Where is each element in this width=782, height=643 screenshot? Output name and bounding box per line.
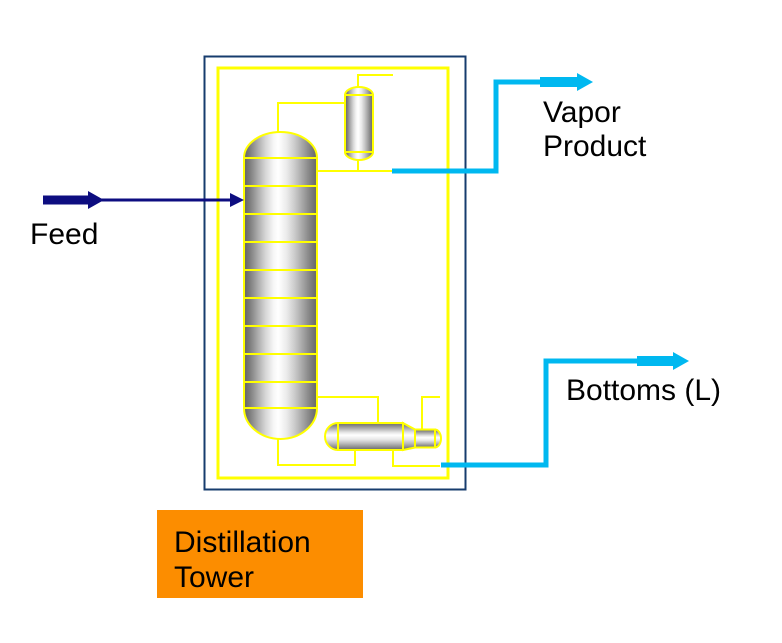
tower-title-line1: Distillation bbox=[174, 526, 311, 559]
pipe-column-to-reboiler bbox=[317, 396, 379, 424]
flowsheet-border bbox=[203, 55, 467, 491]
column-top-head bbox=[242, 131, 319, 159]
vapor-product-line bbox=[392, 79, 542, 174]
distillation-column[interactable] bbox=[242, 131, 319, 440]
feed-inlet-arrowhead-icon bbox=[230, 193, 244, 207]
tower-title-line2: Tower bbox=[174, 561, 255, 594]
pipe-reboiler-to-bottoms bbox=[392, 450, 440, 467]
feed-label: Feed bbox=[30, 218, 99, 251]
vapor-product-arrowhead-icon bbox=[577, 73, 593, 91]
internal-piping bbox=[277, 74, 440, 467]
condenser-top-head bbox=[343, 86, 375, 96]
bottoms-arrowhead-icon bbox=[673, 352, 689, 370]
column-bottom-head bbox=[242, 407, 319, 440]
vapor-product-label: Vapor Product bbox=[543, 96, 646, 164]
feed-arrowhead-icon bbox=[88, 191, 104, 209]
vapor-product-label-line1: Vapor bbox=[543, 96, 621, 129]
reboiler-shell bbox=[337, 422, 404, 451]
feed-stream-arrow[interactable] bbox=[43, 191, 244, 209]
pipe-overhead-to-condenser bbox=[277, 102, 345, 135]
tower-title-box: Distillation Tower bbox=[157, 510, 363, 598]
bottoms-label: Bottoms (L) bbox=[566, 374, 722, 407]
reboiler[interactable] bbox=[324, 421, 442, 452]
bottoms-line bbox=[441, 358, 639, 468]
column-shell bbox=[243, 157, 318, 409]
bottoms-stream-arrow[interactable] bbox=[441, 352, 689, 468]
reboiler-reducer-cone bbox=[402, 421, 416, 452]
reboiler-nozzle-shell bbox=[414, 428, 436, 449]
pipe-condenser-vent bbox=[357, 74, 393, 88]
condenser-shell bbox=[344, 94, 374, 153]
vapor-product-stream-arrow[interactable] bbox=[392, 73, 593, 174]
vapor-product-label-line2: Product bbox=[543, 130, 647, 163]
column-subflowsheet-boundary bbox=[216, 66, 450, 480]
pipe-reboiler-vapor-return bbox=[421, 396, 440, 430]
reboiler-right-head bbox=[434, 428, 442, 449]
reboiler-left-head bbox=[324, 421, 339, 452]
condenser-bottom-head bbox=[343, 151, 375, 161]
pipe-column-bottom-to-reboiler bbox=[277, 438, 356, 466]
condenser[interactable] bbox=[343, 86, 375, 161]
column-tray-lines bbox=[244, 185, 317, 383]
